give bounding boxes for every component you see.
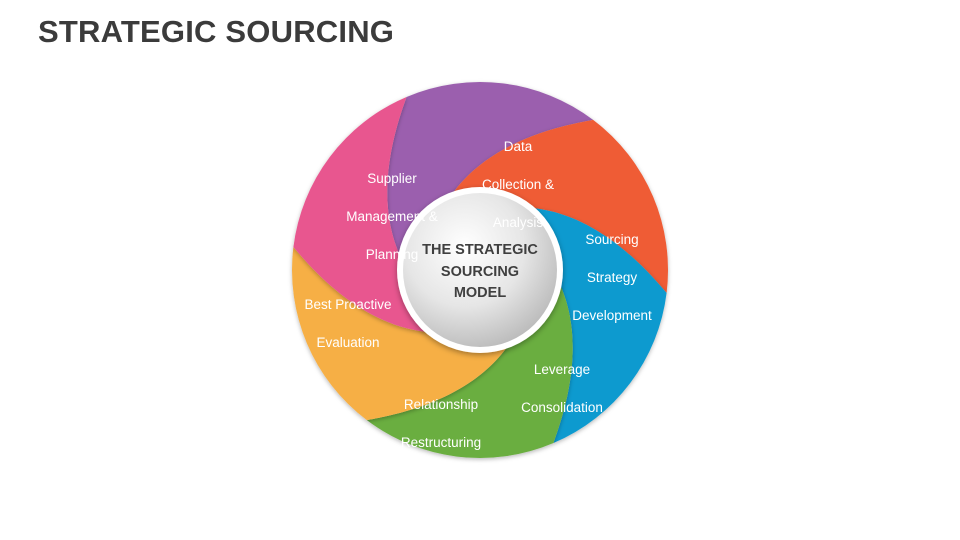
page-title: STRATEGIC SOURCING: [38, 14, 395, 49]
segment-label-line: Evaluation: [316, 335, 380, 350]
segment-label-line: Collection &: [481, 177, 555, 192]
center-hub: [403, 193, 557, 347]
segment-label-line: Data: [503, 139, 533, 154]
segment-label-line: Strategy: [586, 270, 638, 285]
center-label: THE STRATEGIC SOURCING MODEL: [400, 240, 560, 305]
segment-label-sourcing-strategy: Sourcing Strategy Development: [547, 211, 677, 344]
center-label-line: THE STRATEGIC: [422, 242, 538, 258]
segment-sourcing-strategy: [451, 119, 669, 293]
segment-label-line: Development: [572, 308, 652, 323]
segment-label-best-proactive: Best Proactive Evaluation: [283, 276, 413, 371]
segment-label-relationship-restructuring: Relationship Restructuring: [376, 376, 506, 471]
segment-data-collection: [387, 82, 594, 258]
segment-label-leverage-consolidation: Leverage Consolidation: [497, 341, 627, 436]
segment-label-data-collection: Data Collection & Analysis: [453, 118, 583, 251]
segment-label-line: Supplier: [367, 171, 417, 186]
segment-label-line: Leverage: [533, 362, 591, 377]
segment-label-line: Sourcing: [585, 232, 639, 247]
segment-label-line: Consolidation: [521, 400, 603, 415]
segment-label-line: Planning: [365, 247, 419, 262]
segment-label-supplier-management: Supplier Management & Planning: [327, 150, 457, 283]
center-label-line: MODEL: [453, 285, 507, 301]
segment-label-line: Analysis: [492, 215, 544, 230]
segment-label-line: Relationship: [403, 397, 479, 412]
segment-label-line: Restructuring: [400, 435, 482, 450]
segment-supplier-management: [293, 96, 430, 333]
segment-best-proactive: [291, 247, 509, 421]
segment-relationship-restructuring: [366, 282, 573, 458]
segment-label-line: Management &: [346, 209, 438, 224]
segment-leverage-consolidation: [530, 207, 667, 444]
segment-label-line: Best Proactive: [304, 297, 392, 312]
center-label-line: SOURCING: [440, 263, 520, 280]
